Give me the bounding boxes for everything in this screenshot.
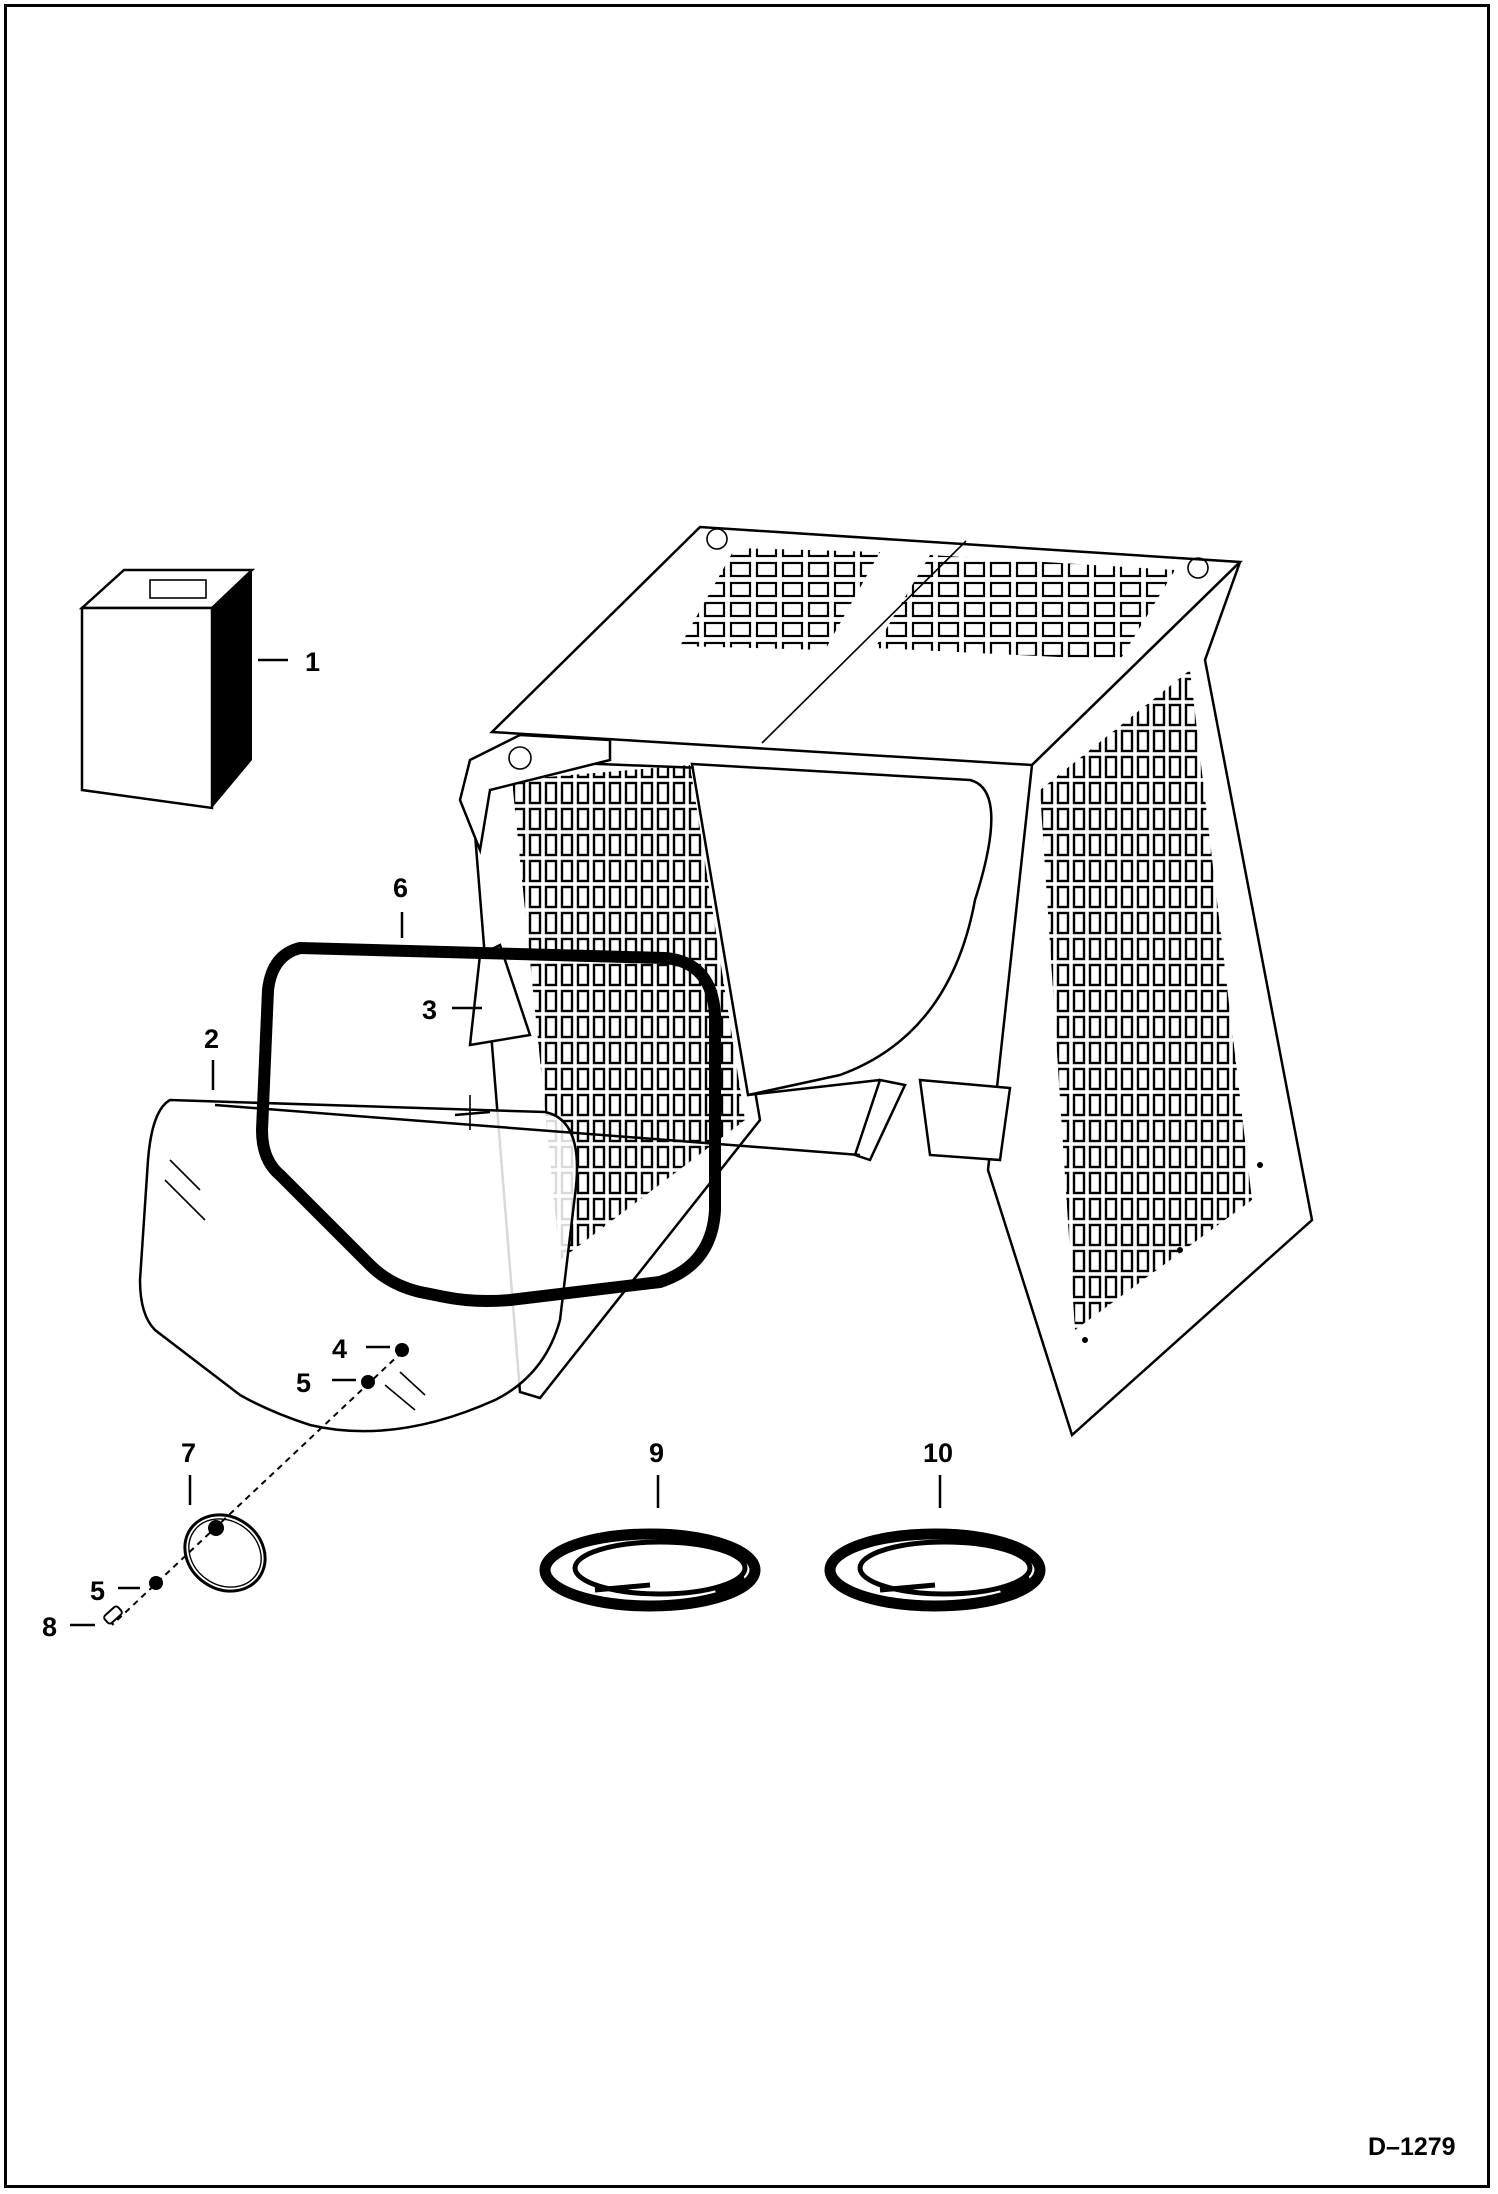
part-4-nut: [395, 1343, 409, 1357]
cab-side-panel: [986, 561, 1314, 1438]
part-6-seal: [256, 942, 721, 1307]
part-8-bolt: [103, 1605, 123, 1625]
part-2-window: [138, 1098, 579, 1433]
callout-8: 8: [42, 1612, 57, 1642]
callout-7: 7: [181, 1438, 196, 1468]
callout-5-lower: 5: [90, 1576, 105, 1606]
cab-roof: [489, 525, 1243, 767]
callout-4: 4: [332, 1334, 347, 1364]
fastener-stack: [103, 1343, 409, 1626]
window-rod: [214, 1103, 861, 1157]
leader-lines: [70, 658, 942, 1627]
part-9-coil: [539, 1528, 761, 1612]
callout-10: 10: [923, 1438, 953, 1468]
part-10-coil: [824, 1528, 1046, 1612]
part-1-box: [78, 568, 256, 810]
drawing-frame: [4, 4, 1490, 2188]
callout-1: 1: [305, 647, 320, 677]
callout-3: 3: [422, 995, 437, 1025]
callout-9: 9: [649, 1438, 664, 1468]
callout-5-upper: 5: [296, 1368, 311, 1398]
part-7-ring: [183, 1513, 267, 1593]
callout-6: 6: [393, 873, 408, 903]
part-5-washer-lower: [149, 1576, 163, 1590]
part-5-washer-upper: [361, 1375, 375, 1389]
callout-2: 2: [204, 1024, 219, 1054]
drawing-number: D–1279: [1368, 2133, 1456, 2161]
